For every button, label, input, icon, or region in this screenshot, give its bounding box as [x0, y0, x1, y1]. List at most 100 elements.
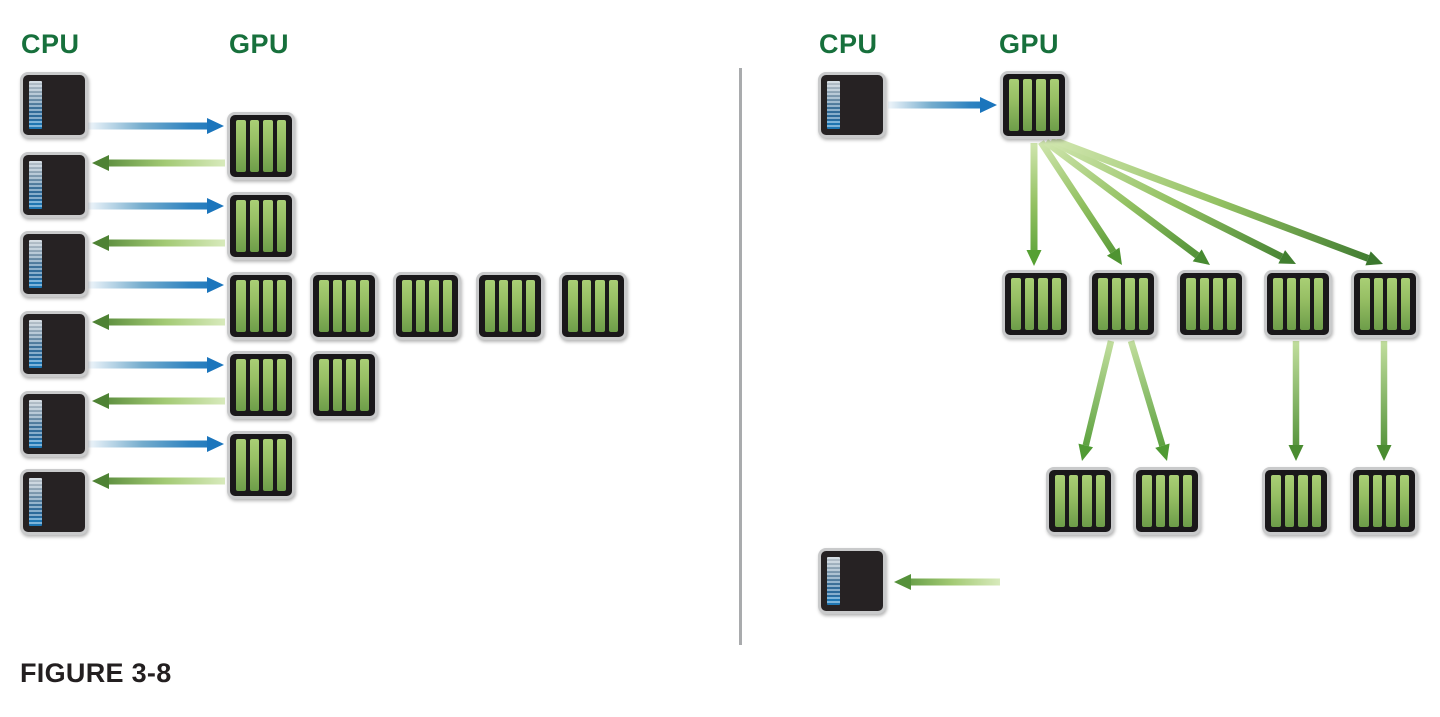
gpu-thread-bar — [346, 280, 356, 332]
right-gpu-child-3 — [1177, 270, 1245, 338]
gpu-thread-bar — [1182, 475, 1192, 527]
gpu-thread-bar — [1387, 278, 1397, 330]
left-cpu-label: CPU — [21, 29, 80, 59]
left-gpu-row2 — [227, 192, 295, 260]
cpu-activity-bar — [827, 81, 840, 129]
gpu-thread-bar — [1213, 278, 1223, 330]
gpu-thread-bar — [319, 280, 329, 332]
gpu-thread-bar — [263, 359, 273, 411]
gpu-thread-bar — [1400, 278, 1410, 330]
gpu-thread-bar — [1036, 79, 1046, 131]
gpu-thread-bar — [1055, 475, 1065, 527]
gpu-thread-bar — [402, 280, 412, 332]
gpu-thread-bar — [236, 359, 246, 411]
gpu-thread-bar — [1359, 475, 1369, 527]
gpu-thread-bar — [1009, 79, 1019, 131]
cpu-activity-bar — [827, 557, 840, 605]
gpu-thread-bar — [498, 280, 508, 332]
gpu-thread-bar — [1271, 475, 1281, 527]
gpu-thread-bar — [1125, 278, 1135, 330]
gpu-thread-bar — [1284, 475, 1294, 527]
gpu-thread-bar — [1049, 79, 1059, 131]
gpu-thread-bar — [249, 120, 259, 172]
cpu-activity-bar — [29, 81, 42, 129]
gpu-thread-bar — [485, 280, 495, 332]
gpu-thread-bar — [1155, 475, 1165, 527]
gpu-thread-bar — [1082, 475, 1092, 527]
gpu-thread-bar — [359, 359, 369, 411]
left-gpu-row3-2 — [310, 272, 378, 340]
right-gpu-child-5 — [1351, 270, 1419, 338]
gpu-thread-bar — [512, 280, 522, 332]
gpu-thread-bar — [319, 359, 329, 411]
left-cpu-4 — [20, 311, 88, 377]
right-gpu-label: GPU — [999, 29, 1060, 59]
right-gpu-grandchild-3 — [1262, 467, 1330, 535]
gpu-thread-bar — [608, 280, 618, 332]
cpu-activity-bar — [29, 478, 42, 526]
gpu-thread-bar — [581, 280, 591, 332]
gpu-thread-bar — [1311, 475, 1321, 527]
gpu-thread-bar — [346, 359, 356, 411]
gpu-thread-bar — [1051, 278, 1061, 330]
right-gpu-root — [1000, 71, 1068, 139]
right-cpu-label: CPU — [819, 29, 878, 59]
cpu-activity-bar — [29, 320, 42, 368]
gpu-thread-bar — [1111, 278, 1121, 330]
cpu-activity-bar — [29, 161, 42, 209]
gpu-thread-bar — [1199, 278, 1209, 330]
gpu-thread-bar — [415, 280, 425, 332]
gpu-thread-bar — [1273, 278, 1283, 330]
right-gpu-child-2 — [1089, 270, 1157, 338]
right-cpu-top — [818, 72, 886, 138]
gpu-thread-bar — [1298, 475, 1308, 527]
gpu-thread-bar — [332, 359, 342, 411]
left-gpu-row3-5 — [559, 272, 627, 340]
gpu-thread-bar — [595, 280, 605, 332]
gpu-thread-bar — [1286, 278, 1296, 330]
left-cpu-5 — [20, 391, 88, 457]
gpu-thread-bar — [1011, 278, 1021, 330]
gpu-thread-bar — [276, 120, 286, 172]
gpu-thread-bar — [332, 280, 342, 332]
gpu-thread-bar — [1300, 278, 1310, 330]
left-gpu-row5 — [227, 431, 295, 499]
right-gpu-grandchild-2 — [1133, 467, 1201, 535]
gpu-thread-bar — [263, 120, 273, 172]
gpu-thread-bar — [1386, 475, 1396, 527]
gpu-thread-bar — [249, 200, 259, 252]
cpu-activity-bar — [29, 240, 42, 288]
left-gpu-row4-2 — [310, 351, 378, 419]
cpu-activity-bar — [29, 400, 42, 448]
gpu-thread-bar — [442, 280, 452, 332]
gpu-thread-bar — [236, 439, 246, 491]
gpu-thread-bar — [568, 280, 578, 332]
left-gpu-row4-1 — [227, 351, 295, 419]
gpu-thread-bar — [276, 280, 286, 332]
left-cpu-2 — [20, 152, 88, 218]
left-gpu-row1 — [227, 112, 295, 180]
gpu-thread-bar — [1226, 278, 1236, 330]
left-cpu-6 — [20, 469, 88, 535]
gpu-thread-bar — [1095, 475, 1105, 527]
right-cpu-bottom — [818, 548, 886, 614]
gpu-thread-bar — [525, 280, 535, 332]
left-cpu-3 — [20, 231, 88, 297]
left-gpu-label: GPU — [229, 29, 290, 59]
gpu-thread-bar — [276, 439, 286, 491]
gpu-thread-bar — [1038, 278, 1048, 330]
left-cpu-1 — [20, 72, 88, 138]
gpu-thread-bar — [1169, 475, 1179, 527]
gpu-thread-bar — [1098, 278, 1108, 330]
gpu-thread-bar — [1024, 278, 1034, 330]
gpu-thread-bar — [1138, 278, 1148, 330]
right-gpu-grandchild-4 — [1350, 467, 1418, 535]
gpu-thread-bar — [263, 280, 273, 332]
gpu-thread-bar — [236, 120, 246, 172]
gpu-thread-bar — [1142, 475, 1152, 527]
left-gpu-row3-3 — [393, 272, 461, 340]
figure-caption: FIGURE 3-8 — [20, 658, 172, 688]
right-gpu-child-4 — [1264, 270, 1332, 338]
panel-divider — [739, 68, 742, 645]
